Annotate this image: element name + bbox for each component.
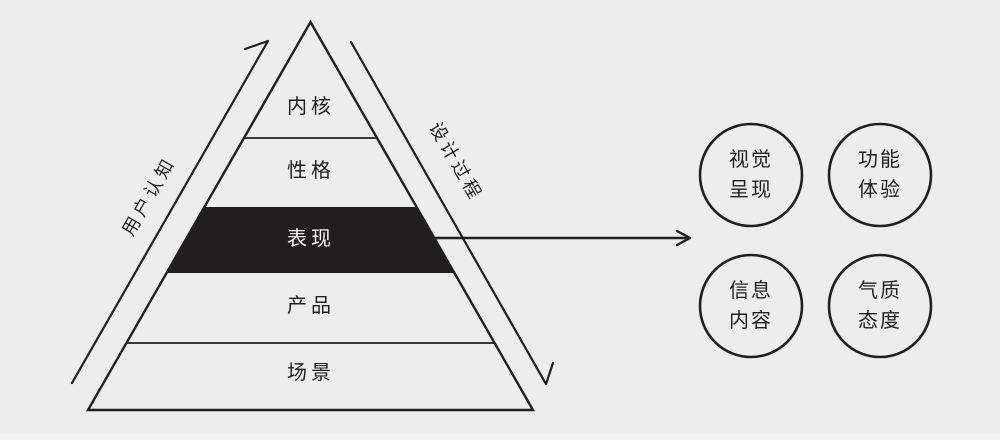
bubble-3-line-2: 内容 — [729, 309, 773, 332]
pyramid-level-1-label: 内核 — [287, 95, 335, 118]
bubble-2-line-1: 功能 — [858, 148, 902, 171]
pyramid-level-2-label: 性格 — [287, 159, 335, 182]
right-axis-label: 设计过程 — [425, 119, 486, 205]
bubble-1-line-1: 视觉 — [729, 148, 773, 171]
bubble-3-line-1: 信息 — [729, 279, 773, 302]
bubble-4-circle — [827, 253, 933, 359]
pyramid-outline — [85, 19, 536, 412]
pyramid-level-4-label: 产品 — [287, 294, 335, 317]
right-arrow-icon — [431, 229, 692, 247]
pyramid-level-5-label: 场景 — [287, 361, 335, 384]
bubble-2-line-2: 体验 — [858, 178, 902, 201]
bubble-1-circle — [698, 122, 804, 228]
highlight-band — [166, 207, 455, 273]
bubble-3-circle — [698, 253, 804, 359]
bottom-edge-strip — [0, 434, 1000, 440]
up-arrow-icon — [70, 39, 270, 385]
bubble-4-line-1: 气质 — [858, 279, 902, 302]
bubble-4-line-2: 态度 — [858, 309, 902, 332]
left-axis-label: 用户认知 — [118, 153, 179, 239]
down-arrow-icon — [349, 40, 555, 386]
pyramid-level-3-label: 表现 — [287, 227, 335, 250]
bubble-2-circle — [827, 122, 933, 228]
bubble-1-line-2: 呈现 — [729, 179, 773, 201]
